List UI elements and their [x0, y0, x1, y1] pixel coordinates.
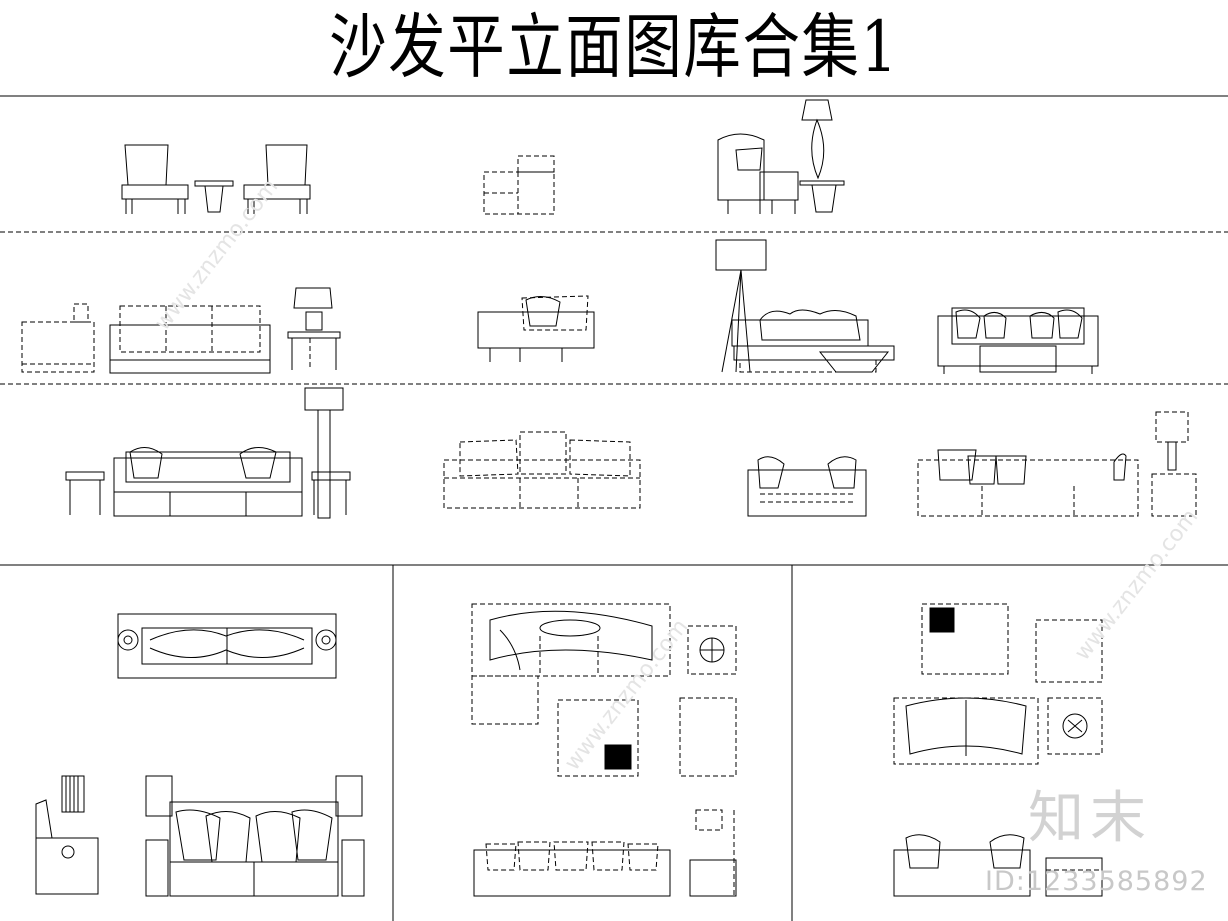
sofa-and-side-table-elevation-icon	[893, 834, 1103, 897]
page-title: 沙发平立面图库合集1	[329, 6, 899, 88]
watermark-id: ID:1233585892	[985, 866, 1208, 897]
l-shaped-sectional-plan-icon	[471, 603, 671, 725]
coffee-table-plan-icon	[557, 697, 737, 777]
table-lamp-side-table-icon	[287, 287, 341, 370]
sofa-with-end-tables-icon	[65, 387, 351, 519]
sofa-plan-view-icon	[117, 613, 337, 679]
armchair-pair-icon	[121, 144, 311, 214]
sofa-front-elevation-icon	[473, 809, 737, 897]
sofa-with-two-lamps-icon	[145, 775, 365, 897]
three-seat-sofa-front-icon	[109, 305, 271, 374]
wing-chair-with-floor-lamp-icon	[717, 99, 845, 214]
loveseat-plan-icon	[893, 697, 1103, 765]
long-sofa-with-pillows-icon	[443, 431, 641, 509]
side-table-plan-icon	[687, 625, 737, 675]
three-seat-sofa-with-lamp-table-icon	[917, 411, 1197, 517]
rug-plan-icon	[921, 603, 1103, 683]
sofa-with-floor-lamp-icon	[715, 239, 895, 373]
loveseat-with-cushions-icon	[477, 295, 595, 362]
watermark-logo: 知末	[1028, 786, 1152, 851]
armchair-side-elevation-icon	[35, 775, 99, 895]
frame-lines	[0, 95, 1228, 921]
single-sofa-elevation-icon	[21, 303, 95, 373]
club-chair-icon	[483, 155, 555, 215]
sectional-sofa-with-coffee-table-icon	[937, 307, 1099, 374]
small-loveseat-icon	[747, 456, 867, 517]
